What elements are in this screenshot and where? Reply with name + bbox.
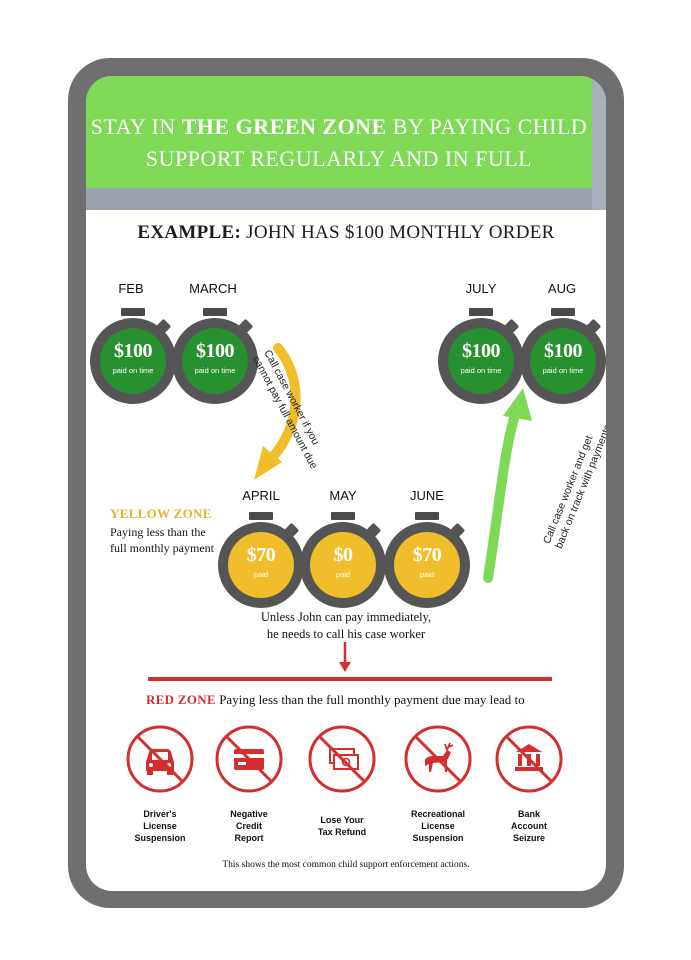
caption-line: License [143,821,177,831]
month-label-aug: AUG [547,281,577,296]
car-icon [125,724,195,794]
bank-icon [494,724,564,794]
payment-status: paid on time [460,366,502,375]
payment-amount: $70 [246,544,276,566]
banner-line-2: SUPPORT REGULARLY AND IN FULL [145,146,533,171]
payment-status: paid [419,570,435,579]
caption-line: Report [234,833,264,843]
stopwatch-face: $0 paid [310,532,376,598]
banner-line-1: STAY IN THE GREEN ZONE BY PAYING CHILD [86,112,592,142]
banner-side [592,76,606,210]
month-label-may: MAY [329,488,357,503]
banner-text-post: BY PAYING CHILD [386,114,588,139]
banner-shadow [86,188,606,210]
unless-line-1: Unless John can pay immediately, [260,610,432,624]
yellow-arrow-curve [267,343,301,463]
unless-text: Unless John can pay immediately, he need… [226,609,466,643]
caption-line: Suspension [134,833,186,843]
example-label: EXAMPLE: [137,222,242,243]
caption-line: Credit [235,821,262,831]
unless-line-2: he needs to call his case worker [266,627,426,641]
payment-amount: $100 [462,340,501,362]
infographic-panel: STAY IN THE GREEN ZONE BY PAYING CHILD S… [86,76,606,891]
caption-line: Bank [517,809,540,819]
arrows-layer [254,343,532,672]
payment-amount: $70 [412,544,442,566]
stopwatch-face: $100 paid on time [100,328,166,394]
money-icon [307,724,377,794]
stopwatch-face: $100 paid on time [182,328,248,394]
stopwatch-april: $70 paid [218,512,304,612]
stopwatch-face: $100 paid on time [530,328,596,394]
red-down-arrowhead [339,662,351,672]
payment-status: paid on time [194,366,236,375]
stopwatch-knob [331,512,355,520]
title-banner: STAY IN THE GREEN ZONE BY PAYING CHILD S… [86,76,592,188]
stopwatch-face: $100 paid on time [448,328,514,394]
stopwatch-knob [249,512,273,520]
red-divider [148,677,552,681]
payment-status: paid on time [542,366,584,375]
stopwatch-face: $70 paid [394,532,460,598]
stopwatch-may: $0 paid [300,512,386,612]
footer-note: This shows the most common child support… [222,860,470,870]
payment-amount: $0 [333,544,354,566]
yellow-arrowhead [254,446,282,480]
red-zone-heading: RED ZONE Paying less than the full month… [146,692,525,708]
caption-line: Account [511,821,547,831]
stopwatch-knob [469,308,493,316]
month-label-july: JULY [465,281,497,296]
green-arrow-curve [483,407,521,583]
caption-line: Tax Refund [317,827,367,837]
caption-line: Suspension [412,833,464,843]
payment-status: paid [335,570,351,579]
example-text: JOHN HAS $100 MONTHLY ORDER [241,222,555,243]
yellow-zone-title: YELLOW ZONE [110,506,212,521]
payment-status: paid on time [112,366,154,375]
caption-line: Lose Your [320,815,364,825]
stopwatch-knob [415,512,439,520]
caption-line: License [421,821,455,831]
stopwatch-knob [551,308,575,316]
deer-icon [403,724,473,794]
payment-amount: $100 [114,340,153,362]
stopwatch-aug: $100 paid on time [520,308,606,408]
yellow-zone-description: Paying less than the full monthly paymen… [110,525,214,555]
red-zone-text: Paying less than the full monthly paymen… [215,692,525,707]
month-label-june: JUNE [410,488,444,503]
credit-card-icon [214,724,284,794]
example-heading: EXAMPLE: JOHN HAS $100 MONTHLY ORDER [86,222,606,244]
stopwatch-march: $100 paid on time [172,308,258,408]
stopwatch-face: $70 paid [228,532,294,598]
stopwatch-july: $100 paid on time [438,308,524,408]
month-label-feb: FEB [118,281,144,296]
red-zone-title: RED ZONE [146,692,216,707]
payment-status: paid [253,570,269,579]
month-label-march: MARCH [189,281,237,296]
green-arrowhead [503,388,532,421]
stopwatch-knob [121,308,145,316]
stopwatch-feb: $100 paid on time [90,308,176,408]
banner-text-bold: THE GREEN ZONE [181,114,387,139]
payment-amount: $100 [196,340,235,362]
caption-line: Seizure [512,833,545,843]
caption-line: Recreational [410,809,466,819]
month-label-april: APRIL [242,488,280,503]
stopwatch-june: $70 paid [384,512,470,612]
caption-line: Driver's [143,809,177,819]
payment-amount: $100 [544,340,583,362]
caption-line: Negative [230,809,268,819]
banner-text-pre: STAY IN [90,114,182,139]
stopwatch-knob [203,308,227,316]
